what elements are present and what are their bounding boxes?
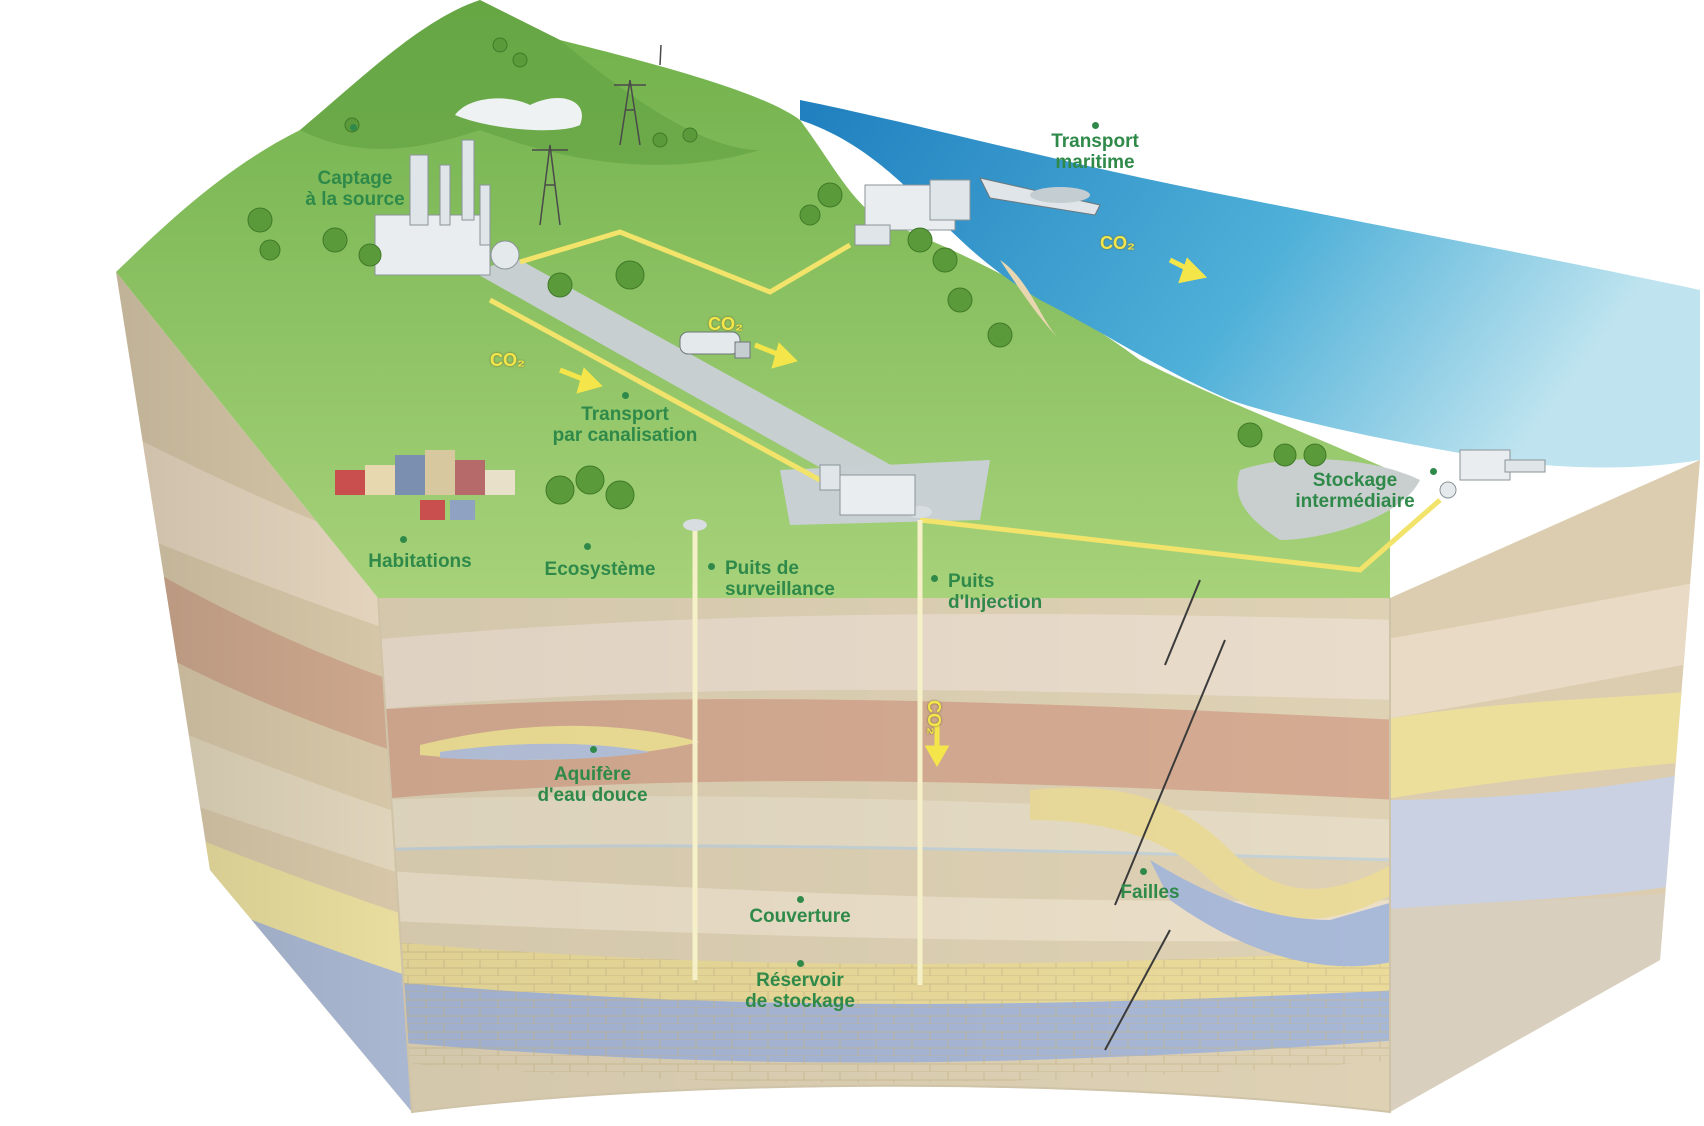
marker-dot [584, 543, 591, 550]
port-facility [854, 179, 971, 246]
pipeline-land [488, 297, 822, 483]
marker-dot [400, 536, 407, 543]
ship [979, 177, 1101, 216]
power-plant [374, 97, 582, 276]
road [470, 260, 900, 490]
marker-dot [708, 563, 715, 570]
marker-dot [797, 960, 804, 967]
marker-dot [1092, 122, 1099, 129]
co2-tag-truck: CO₂ [708, 314, 743, 334]
injection-plant [819, 464, 916, 516]
label-captage: Captage à la source [305, 168, 405, 210]
marker-dot [1140, 868, 1147, 875]
front-strata-face [378, 598, 1390, 1112]
label-reservoir: Réservoir de stockage [745, 970, 855, 1012]
co2-arrows [559, 257, 1208, 768]
label-transport-maritime: Transport maritime [1051, 131, 1139, 173]
label-habitations: Habitations [368, 551, 472, 572]
marker-dot [350, 124, 357, 131]
co2-tag-pipeline: CO₂ [490, 350, 525, 370]
label-stockage-intermediaire: Stockage intermédiaire [1295, 470, 1415, 512]
power-pylons [532, 44, 662, 226]
marker-dot [931, 575, 938, 582]
intermediate-storage [1439, 449, 1546, 499]
fault-lines [1104, 579, 1226, 1051]
co2-tag-injection: CO₂ [924, 700, 944, 735]
houses [335, 450, 515, 520]
marker-dot [1430, 468, 1437, 475]
marker-dot [622, 392, 629, 399]
marker-dot [590, 746, 597, 753]
label-ecosysteme: Ecosystème [544, 559, 656, 580]
label-aquifere: Aquifère d'eau douce [537, 764, 648, 806]
trees [247, 37, 1327, 510]
co2-tag-sea: CO₂ [1100, 233, 1135, 253]
label-puits-surveillance: Puits de surveillance [725, 558, 835, 600]
label-transport-canalisation: Transport par canalisation [552, 404, 698, 446]
label-failles: Failles [1120, 882, 1180, 903]
label-couverture: Couverture [749, 906, 851, 927]
marker-dot [797, 896, 804, 903]
label-puits-injection: Puits d'Injection [948, 571, 1043, 613]
co2-truck [679, 331, 751, 359]
grass-surface [116, 0, 1390, 598]
right-strata-face [1390, 460, 1700, 1112]
